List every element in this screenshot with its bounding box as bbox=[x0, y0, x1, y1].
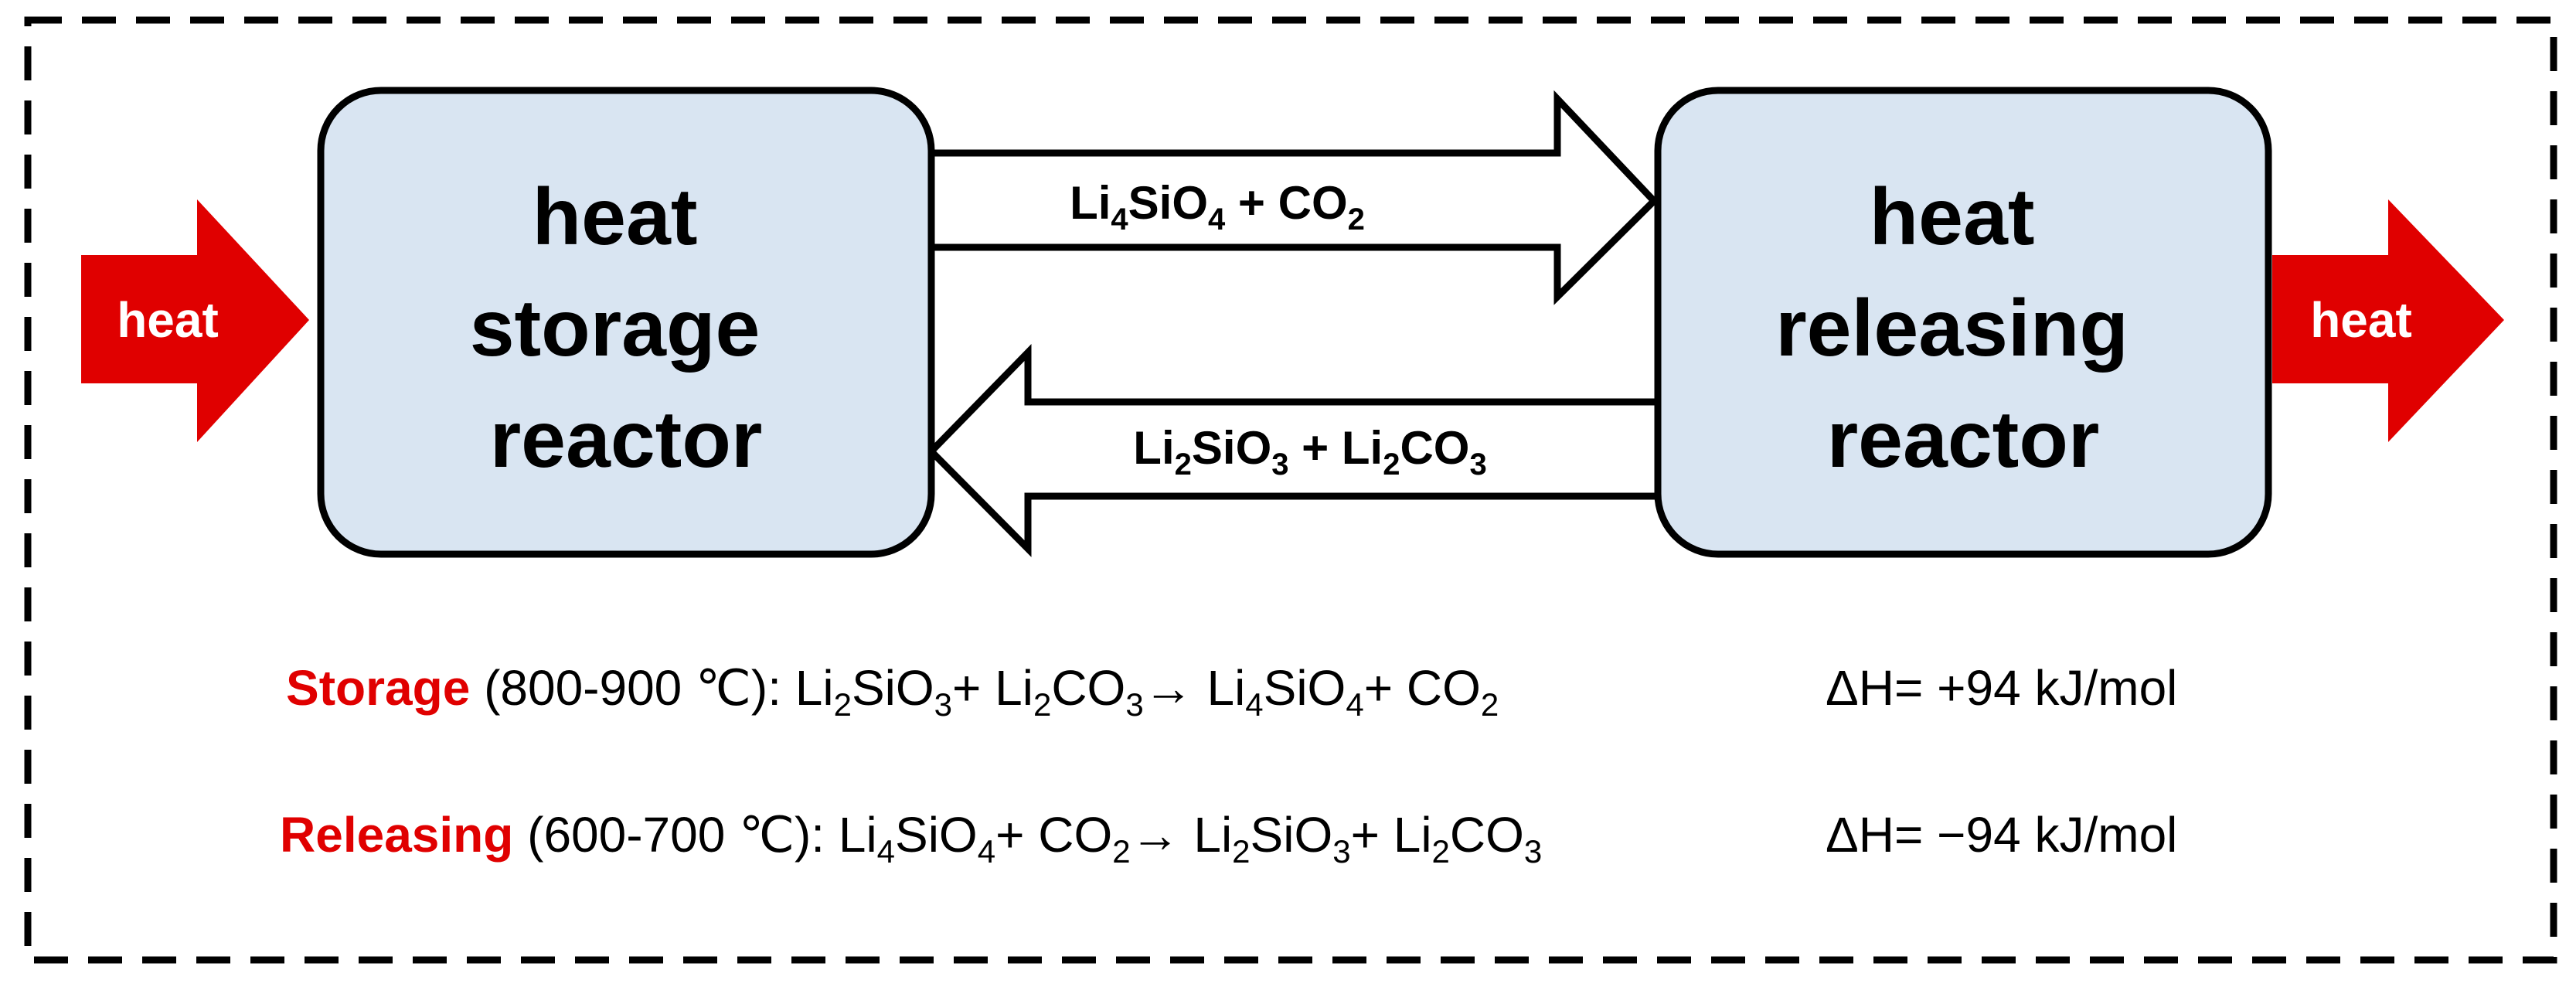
heat-releasing-reactor-box bbox=[1654, 87, 2272, 558]
forward-flow-arrow-shape bbox=[908, 90, 1659, 305]
heat-releasing-reactor: heat releasing reactor bbox=[1654, 87, 2272, 558]
backward-flow-arrow-shape bbox=[926, 343, 1666, 557]
storage-equation-main: Storage (800-900 ℃): Li2SiO3+ Li2CO3→ Li… bbox=[286, 660, 1499, 723]
releasing-equation: Releasing (600-700 ℃): Li4SiO4+ CO2→ Li2… bbox=[280, 807, 2177, 870]
heat-output-arrow: heat bbox=[2272, 199, 2504, 442]
heat-storage-reactor-box bbox=[317, 87, 935, 558]
storage-enthalpy: ΔH= +94 kJ/mol bbox=[1826, 660, 2177, 716]
releasing-equation-name: Releasing bbox=[280, 807, 513, 863]
heat-input-arrow: heat bbox=[81, 199, 309, 442]
forward-flow-label: Li4SiO4 + CO2 bbox=[1070, 177, 1365, 237]
heat-output-label: heat bbox=[2310, 292, 2412, 348]
heat-input-label: heat bbox=[117, 292, 219, 348]
forward-flow-arrow: Li4SiO4 + CO2 bbox=[908, 90, 1659, 305]
heat-output-arrow-shape bbox=[2272, 199, 2504, 442]
releasing-equation-main: Releasing (600-700 ℃): Li4SiO4+ CO2→ Li2… bbox=[280, 807, 1542, 870]
dashed-frame bbox=[24, 16, 2557, 964]
storage-equation-name: Storage bbox=[286, 660, 470, 716]
heat-storage-reactor-label: heat storage reactor bbox=[470, 172, 783, 485]
heat-storage-reactor: heat storage reactor bbox=[317, 87, 935, 558]
releasing-enthalpy: ΔH= −94 kJ/mol bbox=[1826, 807, 2177, 863]
storage-equation: Storage (800-900 ℃): Li2SiO3+ Li2CO3→ Li… bbox=[286, 660, 2177, 723]
backward-flow-arrow: Li2SiO3 + Li2CO3 bbox=[926, 343, 1666, 557]
heat-releasing-reactor-label: heat releasing reactor bbox=[1775, 172, 2151, 485]
backward-flow-label: Li2SiO3 + Li2CO3 bbox=[1133, 422, 1486, 482]
heat-input-arrow-shape bbox=[81, 199, 309, 442]
